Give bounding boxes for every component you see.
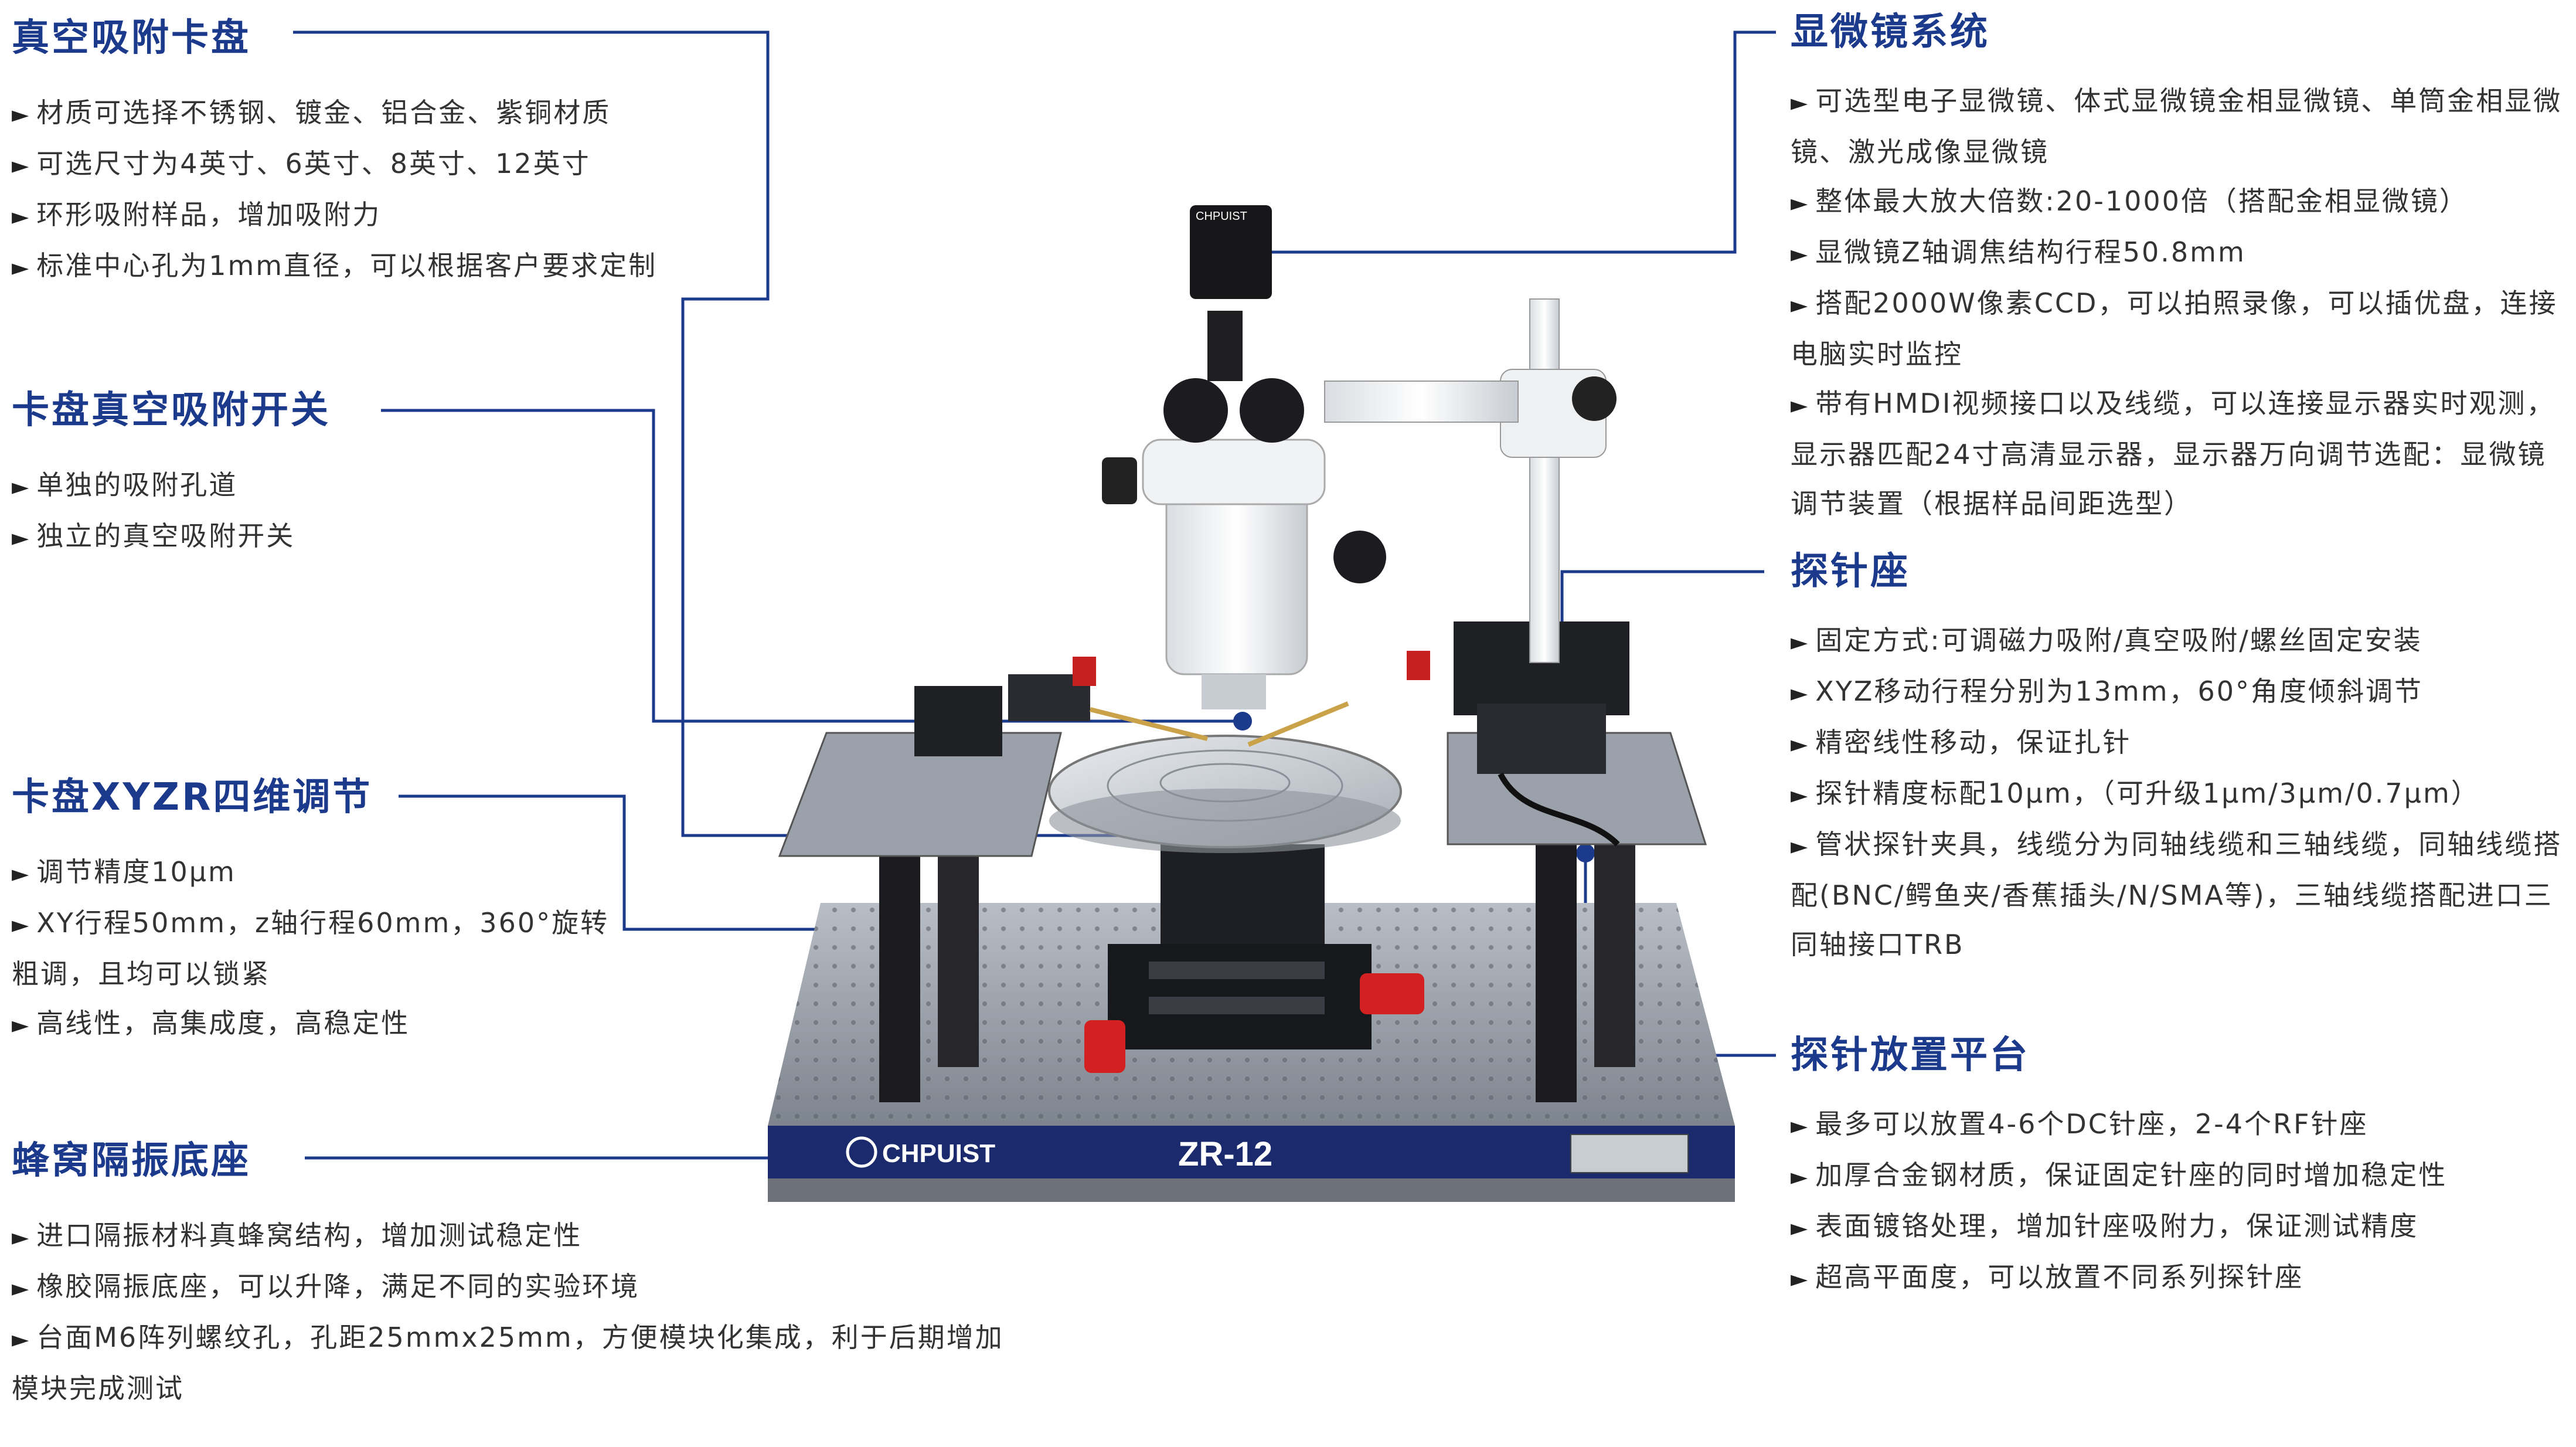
- list-base: ►进口隔振材料真蜂窝结构，增加测试稳定性 ►橡胶隔振底座，可以升降，满足不同的实…: [12, 1211, 1008, 1413]
- list-item: ►搭配2000W像素CCD，可以拍照录像，可以插优盘，连接电脑实时监控: [1791, 287, 2558, 370]
- list-item: ►精密线性移动，保证扎针: [1791, 726, 2132, 758]
- ccd-camera: CHPUIST: [1190, 205, 1272, 381]
- list-item: ►高线性，高集成度，高稳定性: [12, 1007, 410, 1039]
- leader-chuck: [293, 30, 1225, 837]
- microscope-stand: [1324, 298, 1617, 663]
- dot-switch: [1233, 712, 1252, 731]
- left-probe-holder: [914, 657, 1208, 756]
- list-platform: ►最多可以放置4-6个DC针座，2-4个RF针座 ►加厚合金钢材质，保证固定针座…: [1791, 1099, 2564, 1303]
- microscope-body: [1102, 378, 1386, 709]
- section-microscope: 显微镜系统 ►可选型电子显微镜、体式显微镜金相显微镜、单筒金相显微镜、激光成像显…: [1791, 6, 2564, 528]
- dot-platform: [1576, 844, 1595, 862]
- list-item: ►调节精度10μm: [12, 856, 236, 888]
- section-xyzr: 卡盘XYZR四维调节 ►调节精度10μm ►XY行程50mm，z轴行程60mm，…: [12, 771, 621, 1049]
- list-item: ►最多可以放置4-6个DC针座，2-4个RF针座: [1791, 1108, 2369, 1140]
- list-item: ►带有HMDI视频接口以及线缆，可以连接显示器实时观测，显示器匹配24寸高清显示…: [1791, 388, 2555, 519]
- heading-base: 蜂窝隔振底座: [12, 1139, 251, 1183]
- heading-microscope: 显微镜系统: [1791, 11, 1990, 54]
- section-probe-seat: 探针座 ►固定方式:可调磁力吸附/真空吸附/螺丝固定安装 ►XYZ移动行程分别为…: [1791, 545, 2564, 969]
- list-item: ►加厚合金钢材质，保证固定针座的同时增加稳定性: [1791, 1159, 2448, 1191]
- svg-text:CHPUIST: CHPUIST: [1196, 210, 1247, 223]
- list-item: ►XY行程50mm，z轴行程60mm，360°旋转粗调，且均可以锁紧: [12, 907, 610, 990]
- red-knob-right: [1360, 973, 1424, 1014]
- list-item: ►XYZ移动行程分别为13mm，60°角度倾斜调节: [1791, 675, 2424, 707]
- list-item: ►超高平面度，可以放置不同系列探针座: [1791, 1261, 2304, 1293]
- list-item: ►显微镜Z轴调焦结构行程50.8mm: [1791, 236, 2246, 268]
- section-chuck: 真空吸附卡盘 ►材质可选择不锈钢、镀金、铝合金、紫铜材质 ►可选尺寸为4英寸、6…: [12, 12, 774, 292]
- list-item: ►材质可选择不锈钢、镀金、铝合金、紫铜材质: [12, 97, 611, 128]
- list-item: ►单独的吸附孔道: [12, 469, 238, 501]
- list-item: ►固定方式:可调磁力吸附/真空吸附/螺丝固定安装: [1791, 624, 2422, 656]
- list-item: ►独立的真空吸附开关: [12, 520, 295, 552]
- list-microscope: ►可选型电子显微镜、体式显微镜金相显微镜、单筒金相显微镜、激光成像显微镜 ►整体…: [1791, 76, 2564, 528]
- heading-probe-seat: 探针座: [1791, 550, 1910, 593]
- list-probe-seat: ►固定方式:可调磁力吸附/真空吸附/螺丝固定安装 ►XYZ移动行程分别为13mm…: [1791, 616, 2564, 969]
- list-item: ►标准中心孔为1mm直径，可以根据客户要求定制: [12, 250, 658, 281]
- front-brand-logo: CHPUIST: [846, 1136, 995, 1168]
- list-item: ►橡胶隔振底座，可以升降，满足不同的实验环境: [12, 1271, 640, 1302]
- list-item: ►整体最大放大倍数:20-1000倍（搭配金相显微镜）: [1791, 185, 2468, 217]
- list-switch: ►单独的吸附孔道 ►独立的真空吸附开关: [12, 460, 656, 562]
- list-item: ►可选型电子显微镜、体式显微镜金相显微镜、单筒金相显微镜、激光成像显微镜: [1791, 85, 2563, 168]
- section-base: 蜂窝隔振底座 ►进口隔振材料真蜂窝结构，增加测试稳定性 ►橡胶隔振底座，可以升降…: [12, 1134, 1008, 1413]
- list-xyzr: ►调节精度10μm ►XY行程50mm，z轴行程60mm，360°旋转粗调，且均…: [12, 847, 621, 1049]
- probe-station-illustration: CHPUIST ZR-12: [768, 205, 1735, 1202]
- heading-xyzr: 卡盘XYZR四维调节: [12, 776, 373, 819]
- list-item: ►环形吸附样品，增加吸附力: [12, 199, 382, 230]
- red-knob-left: [1084, 1020, 1125, 1073]
- nameplate: [1570, 1134, 1689, 1173]
- svg-text:CHPUIST: CHPUIST: [882, 1139, 995, 1168]
- heading-chuck: 真空吸附卡盘: [12, 16, 251, 60]
- list-item: ►进口隔振材料真蜂窝结构，增加测试稳定性: [12, 1220, 583, 1251]
- list-item: ►可选尺寸为4英寸、6英寸、8英寸、12英寸: [12, 148, 591, 179]
- model-label: ZR-12: [1178, 1135, 1272, 1173]
- list-item: ►管状探针夹具，线缆分为同轴线缆和三轴线缆，同轴线缆搭配(BNC/鳄鱼夹/香蕉插…: [1791, 828, 2563, 960]
- xyzr-stage: [1161, 844, 1325, 944]
- heading-platform: 探针放置平台: [1791, 1034, 2030, 1077]
- heading-switch: 卡盘真空吸附开关: [12, 389, 331, 432]
- list-item: ►台面M6阵列螺纹孔，孔距25mmx25mm，方便模块化集成，利于后期增加模块完…: [12, 1322, 1004, 1404]
- leader-microscope: [1231, 30, 1776, 254]
- list-item: ►表面镀铬处理，增加针座吸附力，保证测试精度: [1791, 1210, 2419, 1242]
- section-switch: 卡盘真空吸附开关 ►单独的吸附孔道 ►独立的真空吸附开关: [12, 384, 656, 562]
- list-chuck: ►材质可选择不锈钢、镀金、铝合金、紫铜材质 ►可选尺寸为4英寸、6英寸、8英寸、…: [12, 88, 774, 292]
- list-item: ►探针精度标配10μm，（可升级1μm/3μm/0.7μm）: [1791, 777, 2480, 809]
- section-platform: 探针放置平台 ►最多可以放置4-6个DC针座，2-4个RF针座 ►加厚合金钢材质…: [1791, 1029, 2564, 1303]
